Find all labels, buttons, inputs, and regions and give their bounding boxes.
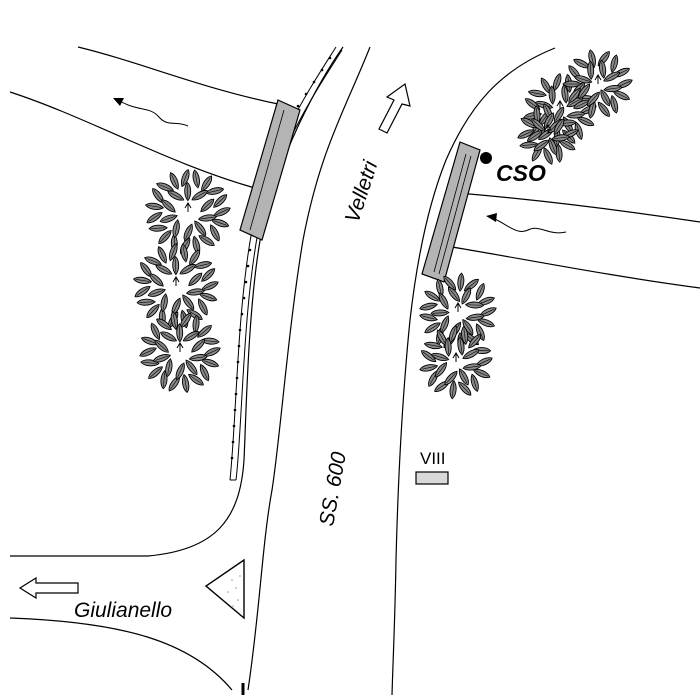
road-edge-left bbox=[10, 46, 344, 557]
bridge-left bbox=[239, 99, 301, 241]
stream-bank-right-upper bbox=[457, 192, 700, 223]
stream-bank-right-lower bbox=[451, 246, 700, 289]
label-velletri: Velletri bbox=[341, 157, 383, 226]
road-edge-right bbox=[247, 46, 371, 691]
tree-groups bbox=[132, 48, 634, 400]
yield-triangle-icon bbox=[204, 558, 245, 620]
stream-bank-lower bbox=[9, 91, 263, 191]
direction-arrow-icon bbox=[18, 576, 79, 600]
guardrail-posts bbox=[230, 56, 332, 460]
road-edge-giulianello bbox=[9, 617, 233, 691]
label-ss600: SS. 600 bbox=[315, 450, 351, 528]
guardrail-left-inner bbox=[235, 49, 343, 481]
label-cso: CSO bbox=[496, 160, 546, 186]
bridge-right bbox=[421, 141, 481, 283]
flow-arrow-icon bbox=[113, 98, 189, 127]
tree-icon bbox=[418, 272, 498, 352]
stream-bank-upper bbox=[77, 46, 279, 105]
road-edge-east bbox=[391, 47, 556, 696]
label-giulianello: Giulianello bbox=[74, 599, 172, 622]
flow-arrow-icon bbox=[486, 213, 567, 234]
tree-icon bbox=[138, 310, 222, 394]
point-marker-icon bbox=[480, 152, 492, 164]
label-viii: VIII bbox=[420, 449, 446, 468]
tree-icon bbox=[418, 324, 494, 400]
tree-icon bbox=[132, 242, 220, 330]
tree-icon bbox=[562, 48, 634, 120]
marker-viii-box bbox=[415, 471, 449, 485]
direction-arrow-icon bbox=[378, 82, 411, 134]
tree-icon bbox=[144, 168, 232, 256]
tree-icon bbox=[516, 102, 580, 166]
